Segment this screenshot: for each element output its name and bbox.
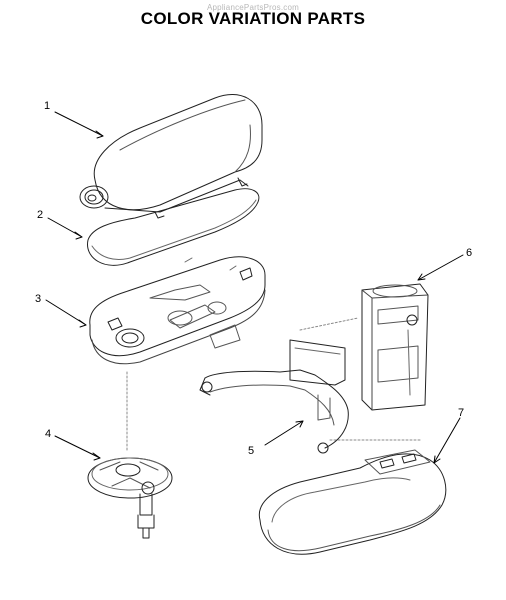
callout-6: 6 xyxy=(466,247,472,259)
part-1-motor-housing xyxy=(79,93,263,219)
callout-leaders xyxy=(45,111,464,464)
part-7-base xyxy=(258,449,447,555)
callout-5: 5 xyxy=(248,445,254,457)
callout-3: 3 xyxy=(35,293,41,305)
watermark: AppliancePartsPros.com xyxy=(207,3,299,12)
part-2-trim-band xyxy=(87,188,260,266)
alignment-guides xyxy=(126,317,421,451)
callout-4: 4 xyxy=(45,428,51,440)
part-3-base-plate xyxy=(89,256,266,365)
callout-7: 7 xyxy=(458,407,464,419)
callout-labels: 1 2 3 4 5 6 7 xyxy=(35,100,472,457)
page-title: COLOR VARIATION PARTS xyxy=(140,9,366,28)
callout-2: 2 xyxy=(37,209,43,221)
part-4-planetary-assembly xyxy=(87,457,173,539)
part-6-column-pedestal xyxy=(361,283,429,411)
part-5-bowl-support-arm xyxy=(199,339,349,454)
callout-1: 1 xyxy=(44,100,50,112)
